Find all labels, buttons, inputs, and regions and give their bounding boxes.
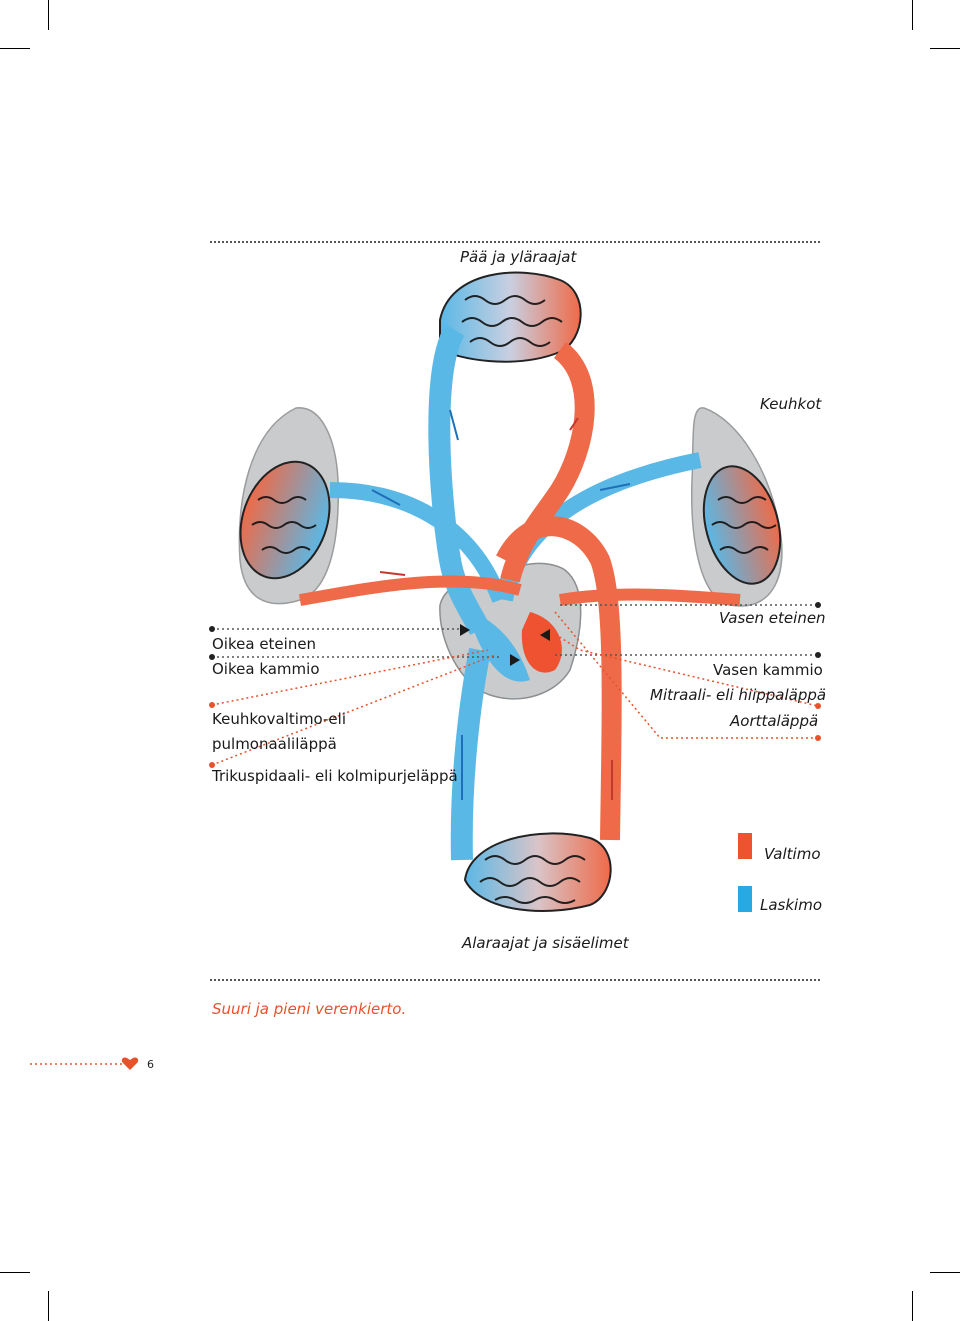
label-pulmonary-valve: Keuhkovaltimo-eli	[212, 710, 346, 728]
crop-mark	[930, 48, 960, 49]
label-right-atrium: Oikea eteinen	[212, 635, 317, 653]
arrow	[510, 654, 520, 666]
figure-caption: Suuri ja pieni verenkierto.	[212, 1000, 407, 1018]
legend-artery-label: Valtimo	[764, 845, 821, 863]
crop-mark	[912, 0, 913, 30]
lower-capillary-bed	[463, 832, 612, 913]
legend-vein-label: Laskimo	[760, 896, 823, 914]
label-mitral-valve: Mitraali- eli hiippaläppä	[650, 686, 827, 704]
legend-vein-swatch	[738, 886, 752, 912]
page-marker	[30, 1057, 139, 1070]
label-aortic-valve: Aorttaläppä	[730, 712, 819, 730]
crop-mark	[930, 1272, 960, 1273]
pulmonary-vein-right	[559, 588, 741, 606]
label-top: Pää ja yläraajat	[460, 248, 577, 266]
aorta-arch	[496, 516, 622, 841]
label-pulmonary-valve-2: pulmonaaliläppä	[212, 735, 337, 753]
label-left-ventricle: Vasen kammio	[713, 661, 823, 679]
legend-artery-swatch	[738, 833, 752, 859]
crop-mark	[912, 1291, 913, 1321]
right-lung-capillaries	[702, 465, 782, 585]
crop-mark	[48, 0, 49, 30]
label-left-atrium: Vasen eteinen	[719, 609, 826, 627]
arrow	[460, 624, 470, 636]
label-lungs: Keuhkot	[760, 395, 822, 413]
right-ventricle-fill	[470, 615, 530, 682]
page-number: 6	[147, 1058, 154, 1071]
top-rule	[210, 241, 820, 243]
pulmonary-vein-left	[299, 575, 522, 606]
label-right-ventricle: Oikea kammio	[212, 660, 320, 678]
label-tricuspid-valve: Trikuspidaali- eli kolmipurjeläppä	[212, 767, 458, 785]
pulmonary-artery-left	[329, 482, 508, 603]
crop-mark	[48, 1291, 49, 1321]
inferior-vena-cava	[450, 647, 491, 861]
heart-icon	[121, 1057, 139, 1070]
bottom-rule	[210, 979, 820, 981]
left-ventricle-fill	[521, 612, 562, 673]
label-bottom: Alaraajat ja sisäelimet	[462, 934, 629, 952]
arrow	[540, 629, 550, 641]
crop-mark	[0, 48, 30, 49]
crop-mark	[0, 1272, 30, 1273]
